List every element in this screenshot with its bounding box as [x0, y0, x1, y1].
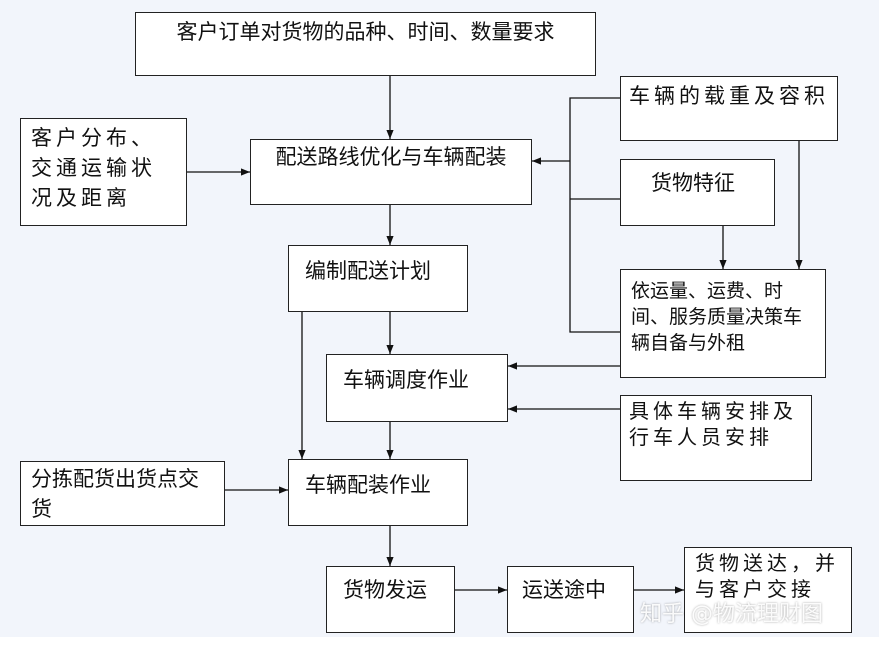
- route-optimization-box: 配送路线优化与车辆配装: [250, 139, 532, 205]
- connector-capacity-bracket: [569, 97, 620, 333]
- cargo-features-box: 货物特征: [620, 159, 775, 226]
- decision-box: 依运量、运费、时间、服务质量决策车辆自备与外租: [620, 269, 826, 378]
- vehicle-capacity-box: 车辆的载重及容积: [620, 76, 838, 141]
- customer-distribution-box: 客户分布、交通运输状况及距离: [20, 118, 187, 226]
- shipment-box: 货物发运: [326, 566, 455, 633]
- delivered-box: 货物送达，并与客户交接: [684, 547, 852, 633]
- in-transit-box: 运送途中: [507, 566, 634, 633]
- sorting-box: 分拣配货出货点交货: [20, 461, 225, 526]
- delivery-plan-box: 编制配送计划: [288, 245, 468, 312]
- vehicle-arrangement-box: 具体车辆安排及行车人员安排: [620, 395, 812, 481]
- customer-order-box: 客户订单对货物的品种、时间、数量要求: [135, 12, 596, 76]
- watermark-text: 知乎 @物流理财图: [640, 602, 823, 627]
- bottom-strip: [0, 637, 879, 649]
- vehicle-scheduling-box: 车辆调度作业: [326, 354, 508, 422]
- vehicle-loading-box: 车辆配装作业: [288, 459, 468, 526]
